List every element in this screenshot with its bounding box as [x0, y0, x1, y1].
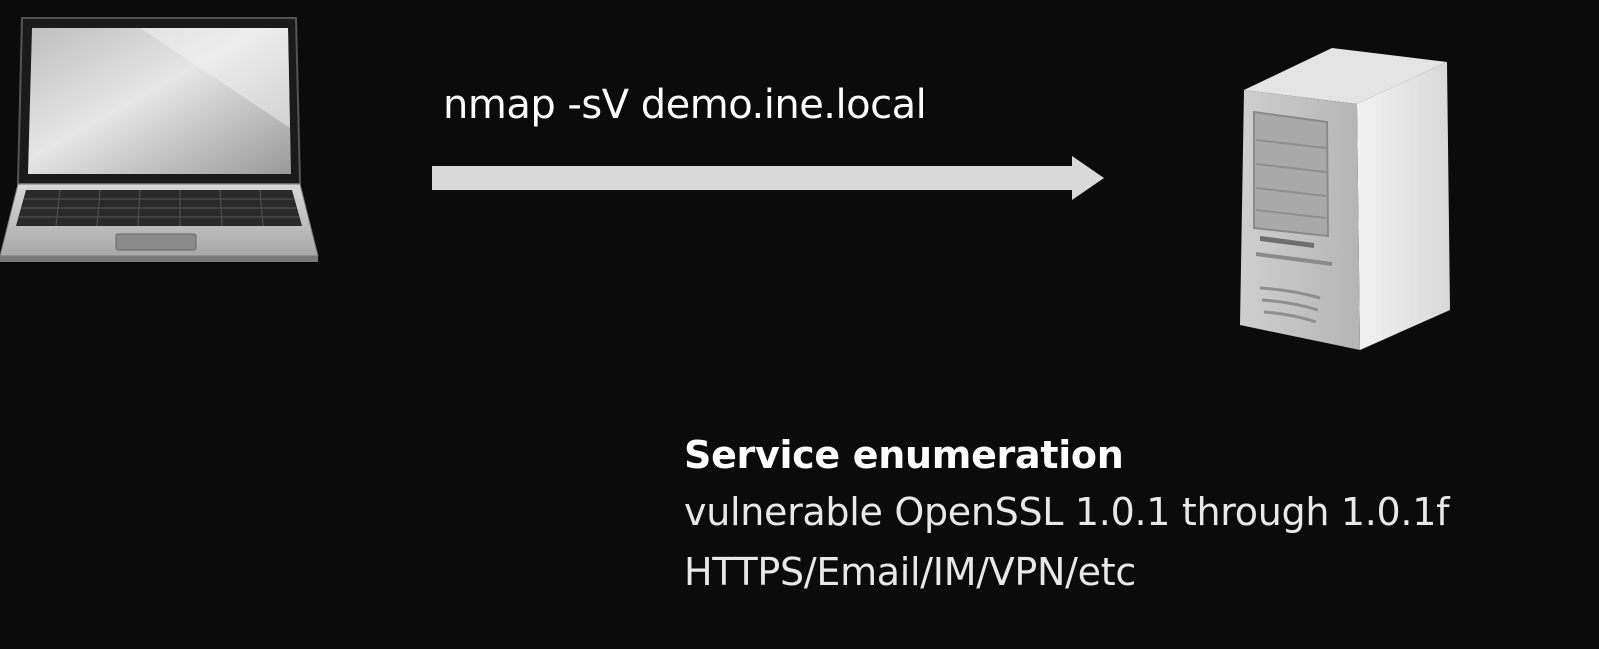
command-label: nmap -sV demo.ine.local	[443, 82, 927, 128]
server-tower-icon	[1240, 48, 1450, 350]
right-arrow	[432, 156, 1104, 200]
info-line-protocols: HTTPS/Email/IM/VPN/etc	[684, 550, 1136, 594]
laptop-icon	[0, 17, 319, 262]
info-line-openssl: vulnerable OpenSSL 1.0.1 through 1.0.1f	[684, 490, 1450, 534]
info-title: Service enumeration	[684, 433, 1124, 477]
service-info-block: Service enumeration vulnerable OpenSSL 1…	[684, 428, 1449, 602]
